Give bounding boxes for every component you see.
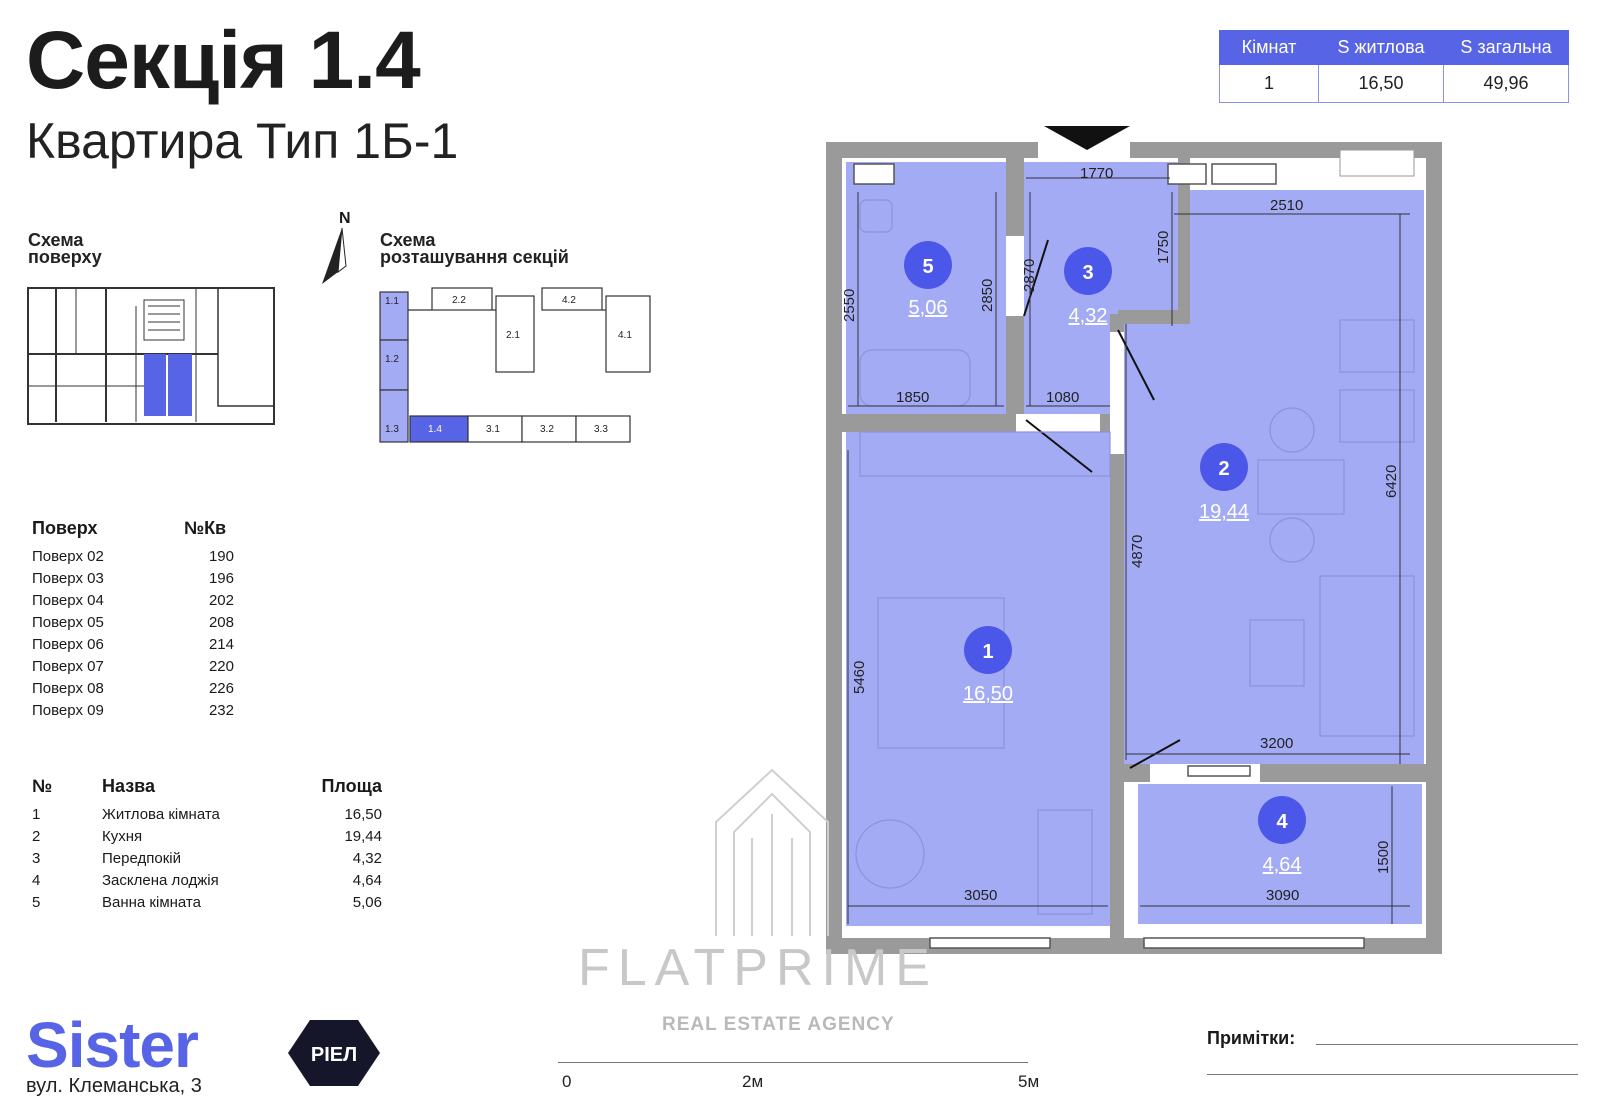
watermark-name: FLATPRIME — [578, 939, 938, 997]
summary-header-rooms: Кімнат — [1219, 30, 1319, 65]
floors-header-apt: №Кв — [184, 518, 227, 538]
section-scheme-label: Схема розташування секцій — [380, 230, 569, 267]
dim-2850: 2850 — [979, 279, 996, 312]
brand-badge-icon: РІЕЛ — [288, 1020, 380, 1086]
dim-5460: 5460 — [851, 661, 868, 694]
dim-3090: 3090 — [1266, 887, 1299, 904]
summary-table: Кімнат S житлова S загальна 1 16,50 49,9… — [1219, 30, 1569, 103]
section-4-1: 4.1 — [618, 330, 632, 341]
dim-1080: 1080 — [1046, 389, 1079, 406]
dim-1750: 1750 — [1155, 231, 1172, 264]
room-2-kitchen — [1124, 190, 1424, 774]
floor-scheme-drawing — [27, 287, 275, 425]
section-1-2: 1.2 — [385, 354, 399, 365]
summary-header-living: S житлова — [1318, 30, 1444, 65]
room-area-1: 16,50 — [963, 683, 1013, 705]
dim-6420: 6420 — [1383, 465, 1400, 498]
room-area-2: 19,44 — [1199, 501, 1249, 523]
room-badge-4 — [1258, 796, 1306, 844]
dim-1770: 1770 — [1080, 165, 1113, 182]
section-1-4: 1.4 — [428, 424, 442, 435]
rooms-header-name: Назва — [102, 776, 156, 796]
svg-text:1: 1 — [982, 641, 993, 663]
floors-header-floor: Поверх — [32, 518, 98, 538]
scale-label-0: 0 — [562, 1072, 572, 1091]
summary-header-total: S загальна — [1443, 30, 1569, 65]
scale-label-5m: 5м — [1018, 1072, 1040, 1091]
scale-bar — [558, 1062, 1028, 1063]
dim-3200: 3200 — [1260, 735, 1293, 752]
summary-rooms-value: 1 — [1219, 64, 1319, 103]
room-badge-2 — [1200, 443, 1248, 491]
dim-2510: 2510 — [1270, 197, 1303, 214]
brand-logo: Sister — [26, 1009, 199, 1081]
section-2-1: 2.1 — [506, 330, 520, 341]
notes-label: Примітки: — [1207, 1028, 1296, 1048]
apartment-type: Квартира Тип 1Б-1 — [26, 113, 459, 169]
section-title: Секція 1.4 — [26, 15, 421, 106]
dim-2870: 2870 — [1021, 259, 1038, 292]
north-label: N — [339, 210, 351, 227]
apartment-floor-plan: 1770 2510 2550 2850 2870 1750 1850 1080 … — [826, 126, 1442, 954]
section-1-3: 1.3 — [385, 424, 399, 435]
room-area-4: 4,64 — [1263, 854, 1302, 876]
watermark-building-icon — [715, 768, 829, 936]
rooms-header-num: № — [32, 776, 53, 796]
floor-scheme-label: Схема поверху — [28, 230, 102, 267]
north-arrow-icon — [322, 227, 347, 284]
notes-line-2 — [1207, 1074, 1578, 1075]
svg-text:2: 2 — [1218, 458, 1229, 480]
notes-line-1 — [1316, 1044, 1578, 1045]
dim-4870: 4870 — [1129, 535, 1146, 568]
section-3-3: 3.3 — [594, 424, 608, 435]
section-3-2: 3.2 — [540, 424, 554, 435]
room-badge-3 — [1064, 247, 1112, 295]
section-4-2: 4.2 — [562, 295, 576, 306]
summary-total-value: 49,96 — [1443, 64, 1569, 103]
section-2-2: 2.2 — [452, 295, 466, 306]
rooms-header-area: Площа — [321, 776, 382, 796]
room-badge-1 — [964, 626, 1012, 674]
dim-2550: 2550 — [841, 289, 858, 322]
svg-text:4: 4 — [1276, 811, 1288, 833]
scale-label-2m: 2м — [742, 1072, 764, 1091]
brand-address: вул. Клеманська, 3 — [26, 1075, 202, 1097]
room-badge-5 — [904, 241, 952, 289]
brand-badge-text: РІЕЛ — [311, 1044, 357, 1066]
dim-3050: 3050 — [964, 887, 997, 904]
entrance-arrow-icon — [1044, 126, 1130, 150]
svg-text:5: 5 — [922, 256, 933, 278]
dim-1500: 1500 — [1375, 841, 1392, 874]
dim-1850: 1850 — [896, 389, 929, 406]
section-1-1: 1.1 — [385, 296, 399, 307]
svg-text:3: 3 — [1082, 262, 1093, 284]
summary-living-value: 16,50 — [1318, 64, 1444, 103]
section-scheme-drawing: 1.1 2.2 4.2 2.1 4.1 1.2 1.3 1.4 3.1 3.2 … — [379, 287, 651, 443]
room-area-3: 4,32 — [1069, 305, 1108, 327]
section-3-1: 3.1 — [486, 424, 500, 435]
room-1-living — [846, 432, 1118, 926]
room-area-5: 5,06 — [909, 297, 948, 319]
watermark-tagline: REAL ESTATE AGENCY — [662, 1014, 895, 1035]
